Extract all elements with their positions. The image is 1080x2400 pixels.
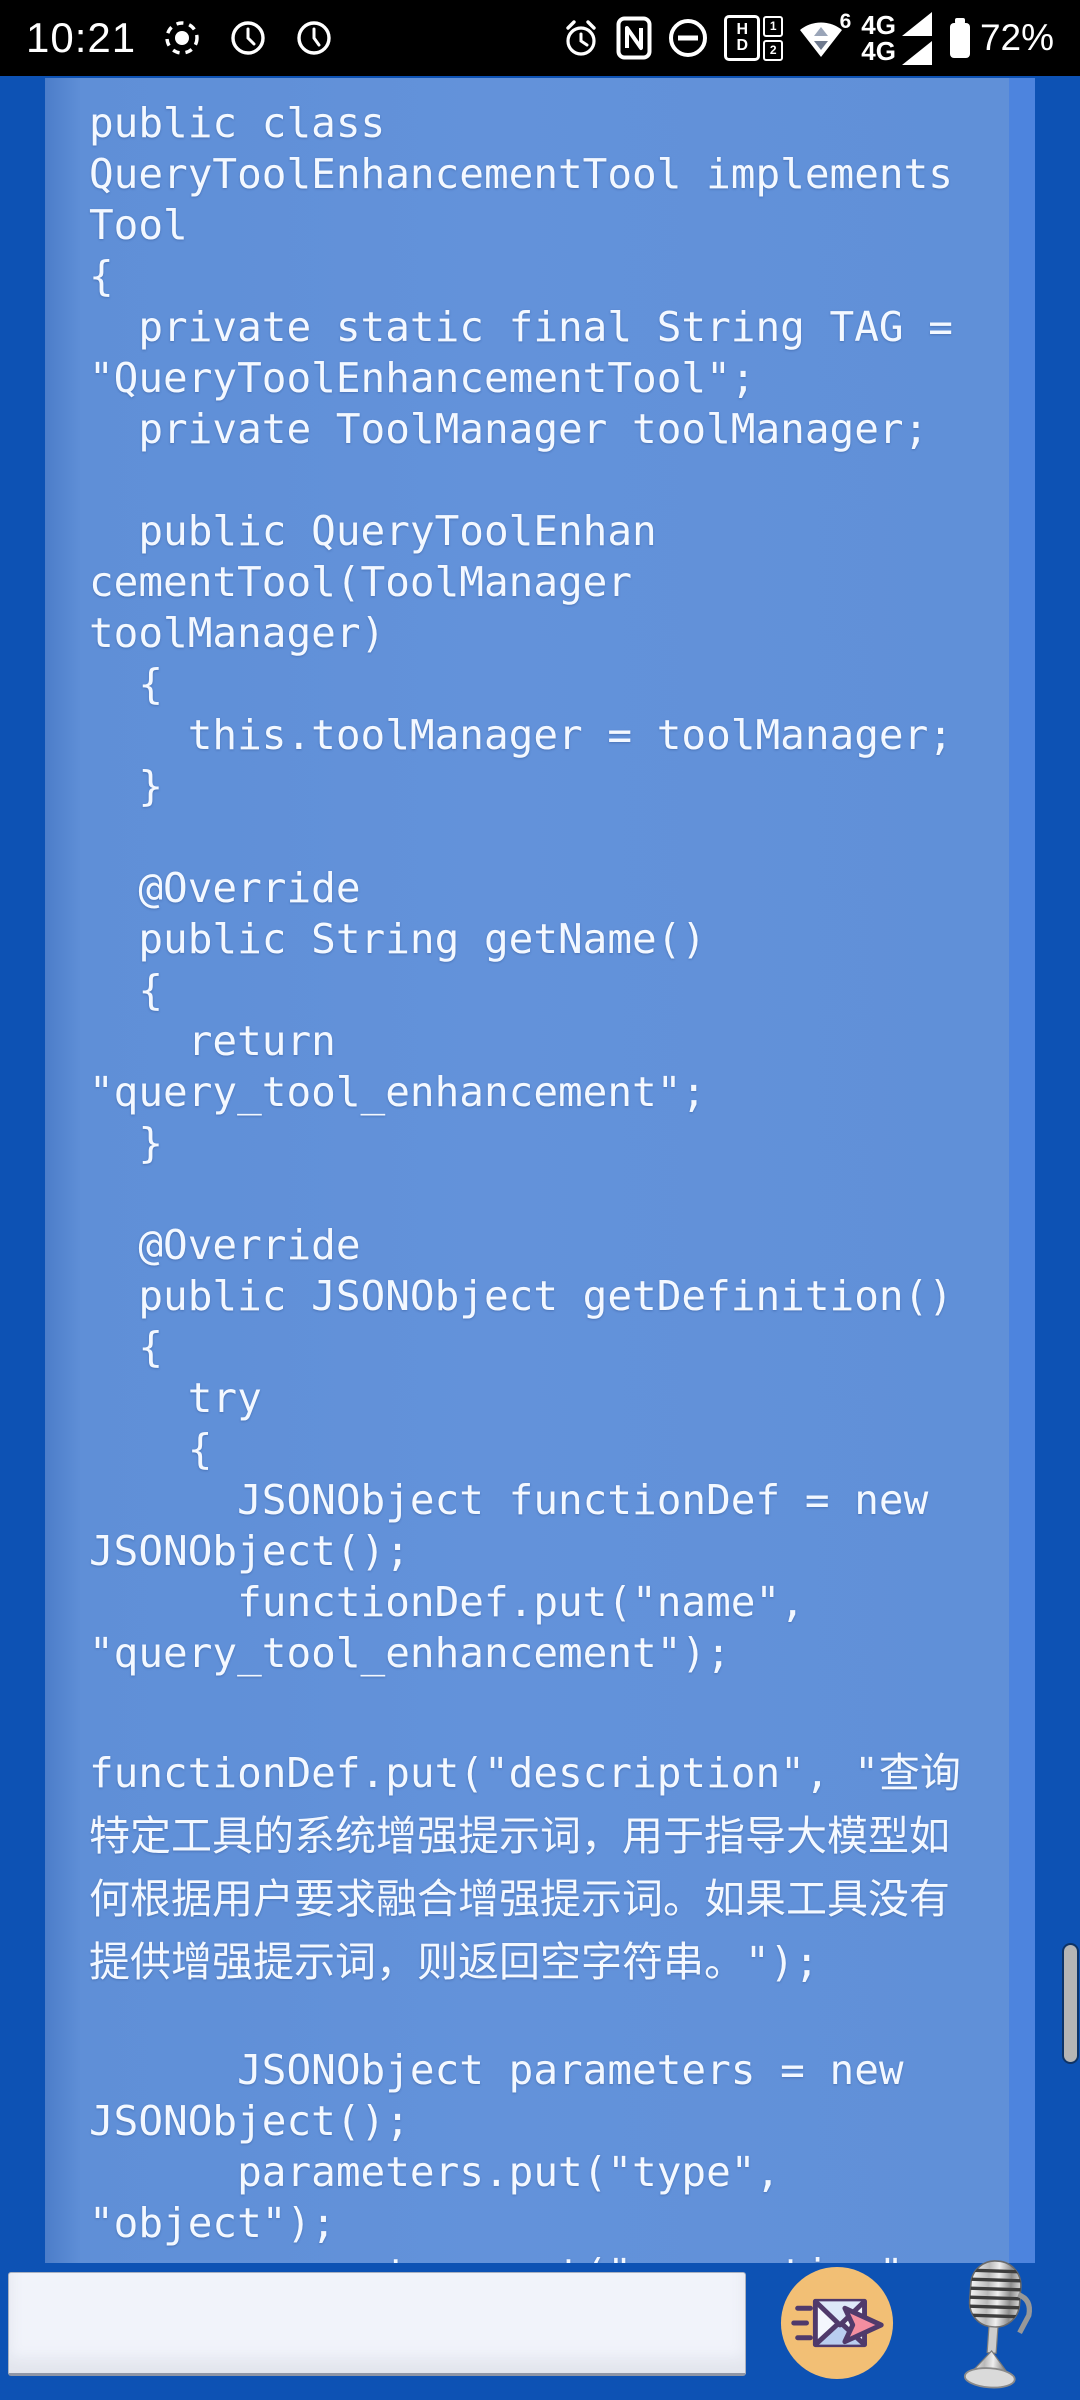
status-bar: 10:21 [0, 0, 1080, 76]
signal-triangle-icon [901, 11, 932, 36]
sim1-badge: 1 [763, 15, 784, 37]
clock-time: 10:21 [26, 14, 137, 61]
network-type-sim2: 4G [861, 36, 896, 66]
microphone-icon[interactable] [943, 2256, 1044, 2396]
alarm-icon [560, 17, 602, 59]
wifi6-label: 6 [839, 10, 852, 33]
network-type-sim1: 4G [861, 10, 896, 40]
status-bar-left: 10:21 [26, 14, 334, 62]
code-text-top: public class QueryToolEnhancementTool im… [89, 99, 953, 1677]
scrollbar-thumb[interactable] [1064, 1945, 1077, 2062]
message-input[interactable] [8, 2272, 746, 2376]
nfc-icon [616, 16, 652, 60]
clock-icon [294, 18, 334, 58]
signal-triangle-icon [901, 40, 932, 65]
battery-percent: 72% [979, 17, 1054, 58]
sim2-badge: 2 [763, 39, 784, 61]
send-mail-icon[interactable] [778, 2264, 896, 2382]
document-page: public class QueryToolEnhancementTool im… [0, 76, 1080, 2400]
do-not-disturb-icon [666, 16, 710, 60]
clock-icon [228, 18, 268, 58]
code-text-bottom: JSONObject parameters = new JSONObject()… [89, 2046, 904, 2264]
mobile-signal-icon: 4G 4G [861, 10, 932, 66]
input-bar [0, 2260, 1080, 2400]
battery-icon [946, 15, 974, 61]
battery-indicator: 72% [946, 15, 1054, 61]
code-text-description: functionDef.put("description", "查询 特定工具的… [89, 1749, 961, 1986]
code-panel[interactable]: public class QueryToolEnhancementTool im… [45, 78, 1035, 2264]
screen-record-icon [162, 18, 202, 58]
wifi-icon: 6 [797, 10, 851, 60]
